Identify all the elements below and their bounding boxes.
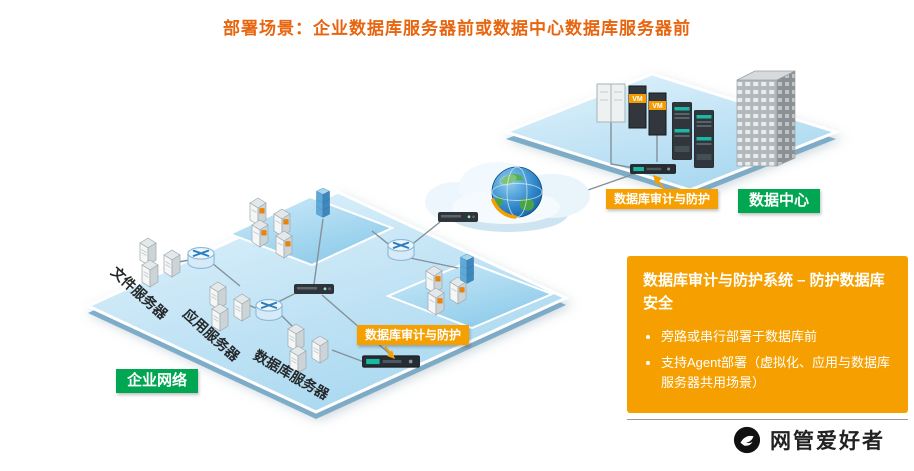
app-server-icon <box>233 293 251 322</box>
stack-switch-icon <box>316 188 329 217</box>
brand-name: 网管爱好者 <box>770 430 885 453</box>
audit-pointer-arrows <box>384 175 665 359</box>
stack-switch-icon <box>460 254 473 283</box>
info-box-list: 旁路或串行部署于数据库前 支持Agent部署（虚拟化、应用与数据库服务器共用场景… <box>643 327 892 393</box>
switch-icon <box>187 246 215 270</box>
server-cabinet-icon <box>596 83 626 123</box>
server-rack-icon <box>672 102 692 160</box>
info-box: 数据库审计与防护系统 – 防护数据库安全 旁路或串行部署于数据库前 支持Agen… <box>627 256 908 413</box>
vm-server-icon: VM <box>648 92 667 136</box>
brand: 网管爱好者 <box>733 425 885 455</box>
info-bullet: 旁路或串行部署于数据库前 <box>661 327 892 347</box>
footer-divider <box>627 419 908 420</box>
audit-tag-right: 数据库审计与防护 <box>606 189 719 210</box>
switch-bar-icon <box>294 284 334 294</box>
file-server-icon <box>163 249 181 278</box>
db-server-icon <box>311 335 329 364</box>
virtual-server-icon <box>275 230 293 259</box>
brand-logo-icon <box>733 426 761 454</box>
db-audit-appliance-icon <box>362 355 420 368</box>
enterprise-network-badge: 企业网络 <box>116 369 199 393</box>
switch-icon <box>387 238 415 262</box>
virtual-server-icon <box>251 219 269 248</box>
info-bullet: 支持Agent部署（虚拟化、应用与数据库服务器共用场景） <box>661 353 892 393</box>
switch-icon <box>255 298 283 322</box>
info-box-title: 数据库审计与防护系统 – 防护数据库安全 <box>643 272 885 312</box>
building-icon <box>736 70 796 167</box>
globe-icon <box>491 166 543 219</box>
svg-text:VM: VM <box>632 96 643 103</box>
audit-tag-left: 数据库审计与防护 <box>357 325 470 346</box>
datacenter-badge: 数据中心 <box>738 189 821 213</box>
virtual-server-icon <box>427 287 445 316</box>
db-audit-appliance-icon <box>630 164 676 174</box>
vm-server-icon: VM <box>628 85 647 129</box>
page-title: 部署场景：企业数据库服务器前或数据中心数据库服务器前 <box>223 19 691 38</box>
server-rack-icon <box>694 110 714 168</box>
svg-text:VM: VM <box>652 103 663 110</box>
switch-bar-icon <box>438 212 478 222</box>
file-server-icon <box>141 259 159 288</box>
